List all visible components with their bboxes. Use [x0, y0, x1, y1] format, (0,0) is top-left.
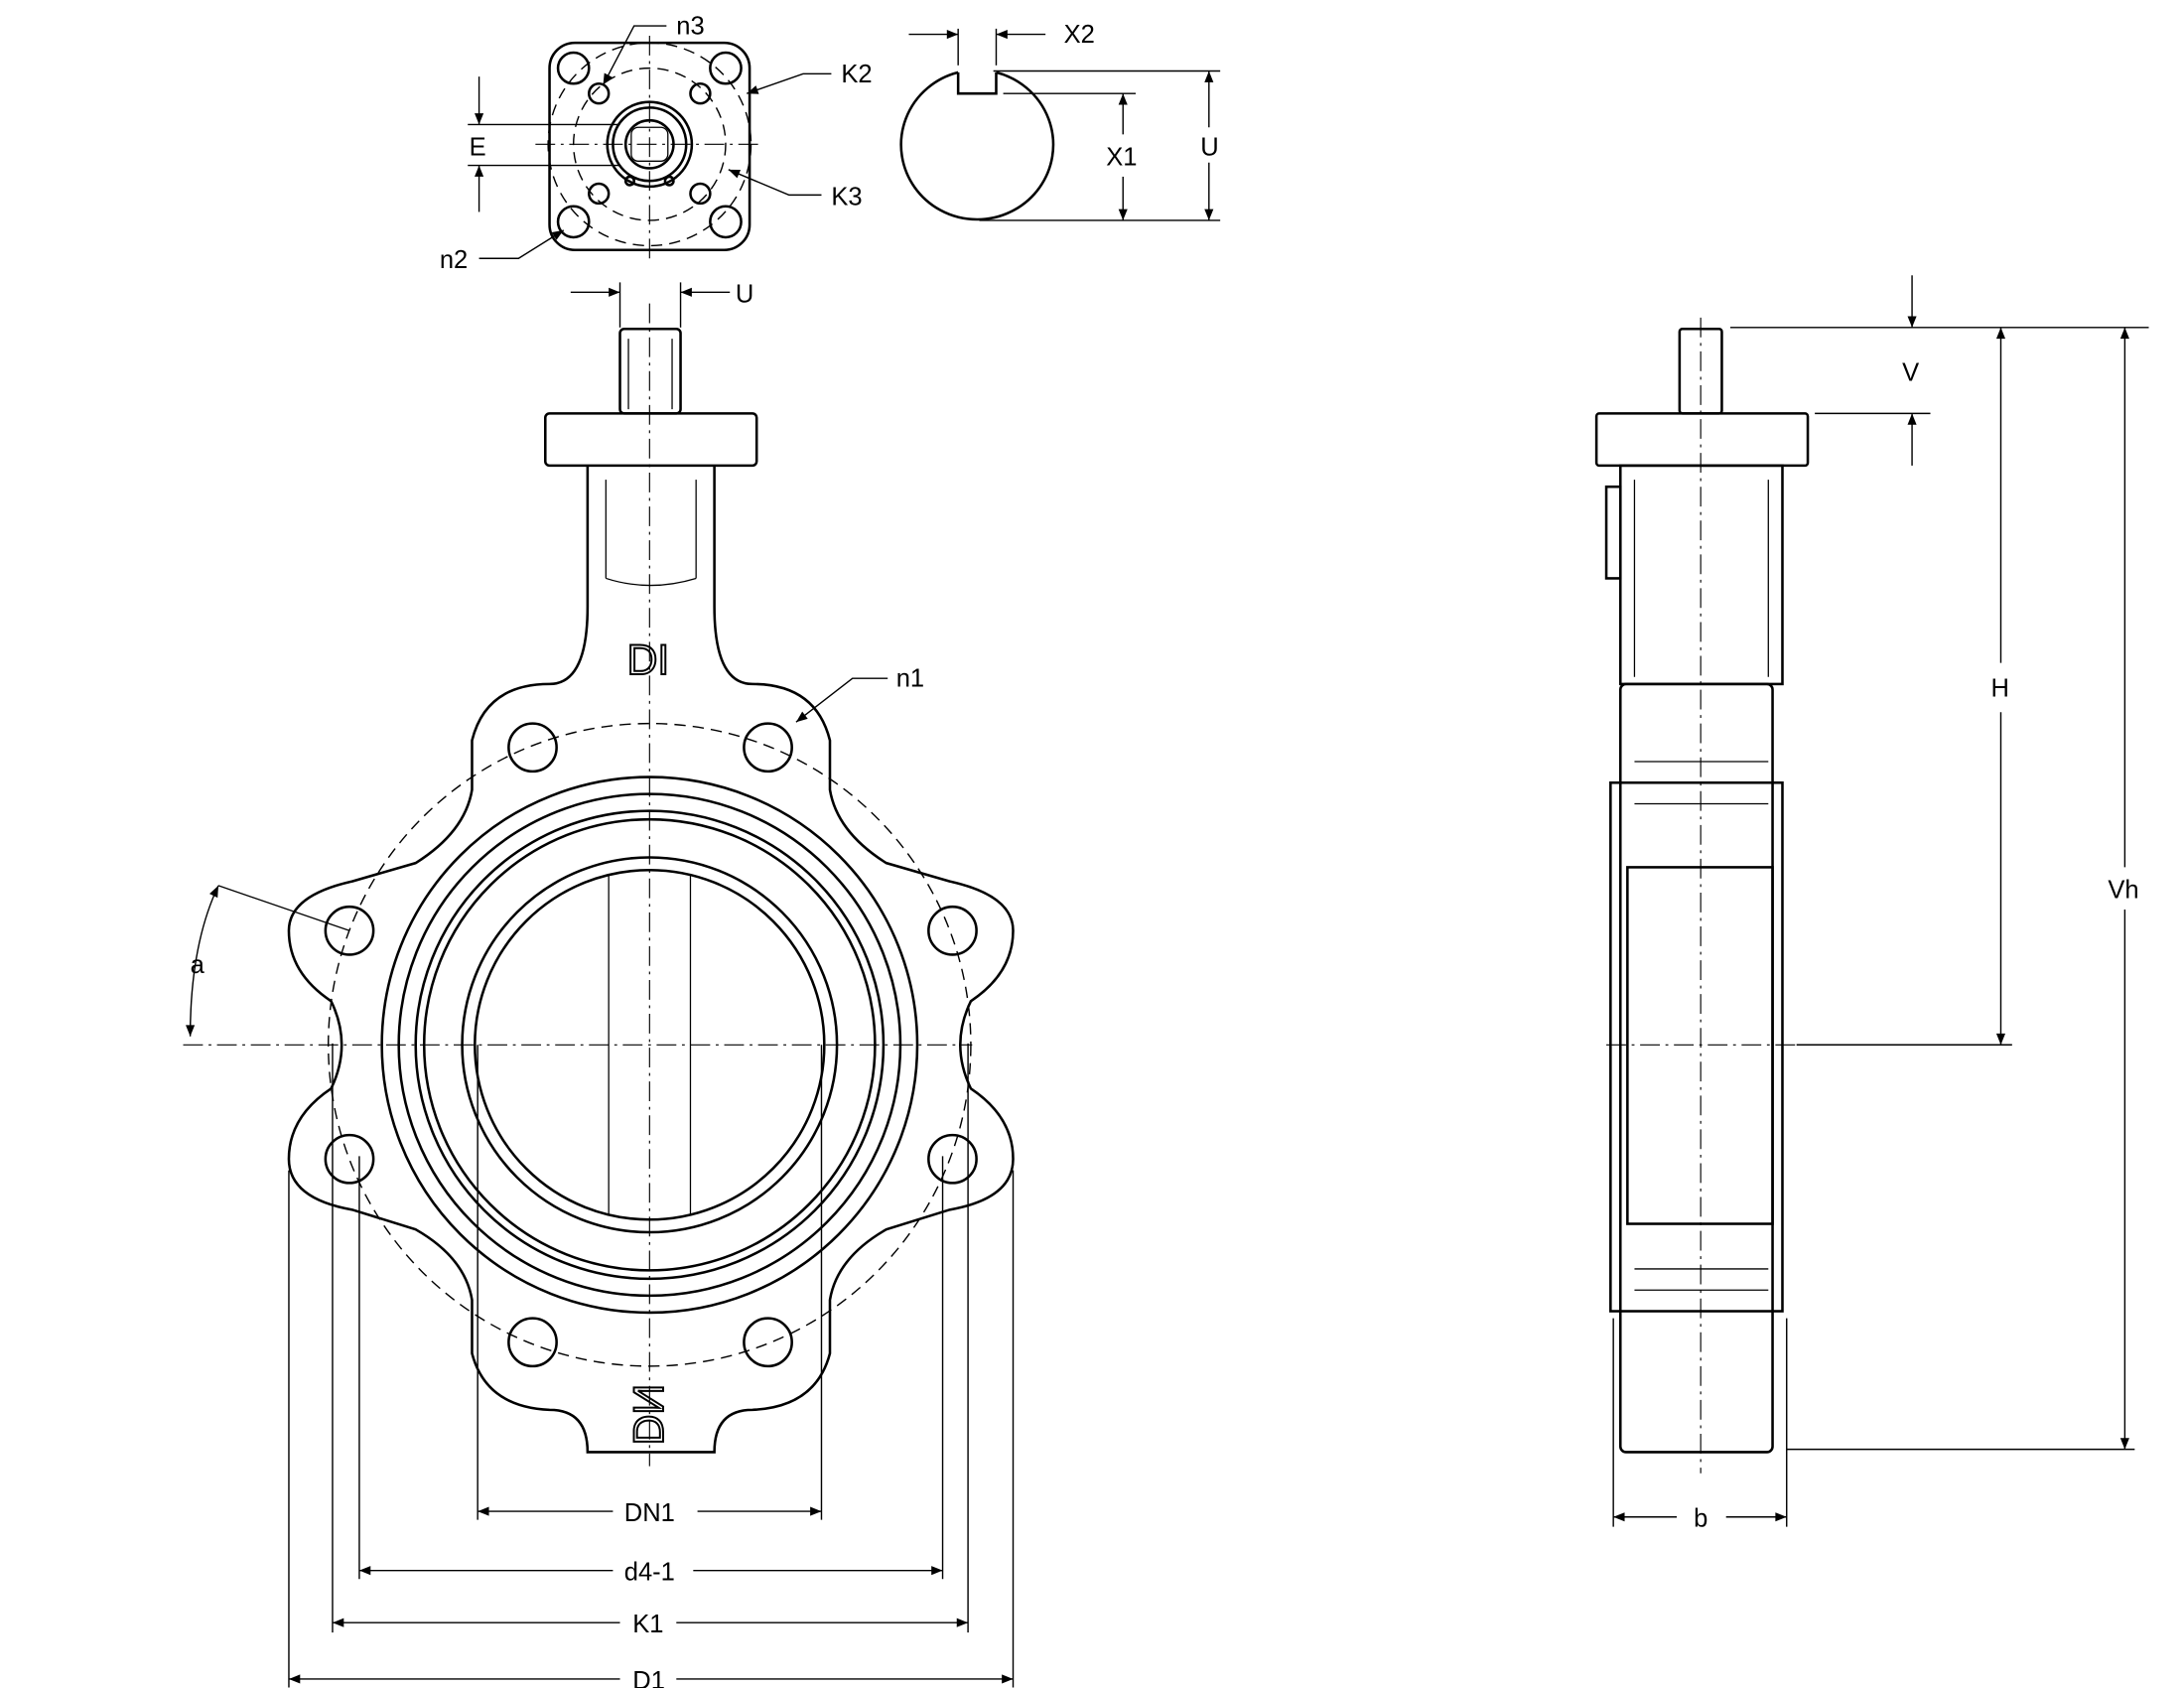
flange-bolt-holes: [556, 51, 743, 239]
label-K1: K1: [632, 1611, 663, 1638]
label-n3: n3: [676, 13, 704, 41]
label-a: a: [191, 951, 205, 979]
label-X2: X2: [1064, 21, 1095, 49]
label-U-shaft: U: [1200, 134, 1218, 162]
label-b: b: [1694, 1505, 1707, 1533]
label-D1: D1: [632, 1667, 665, 1688]
marking-DI: DI: [627, 636, 670, 684]
label-d4-1: d4-1: [624, 1559, 675, 1587]
label-n2: n2: [440, 246, 468, 274]
label-X1: X1: [1106, 144, 1137, 172]
label-Vh: Vh: [2108, 877, 2138, 905]
label-U-stem: U: [736, 280, 753, 308]
top-flange-view: E n3 K2 K3 n2: [440, 13, 873, 275]
label-V: V: [1902, 359, 1919, 387]
side-view: V H Vh b: [1594, 275, 2149, 1533]
label-K3: K3: [831, 183, 862, 211]
label-H: H: [1991, 675, 2009, 703]
label-n1: n1: [896, 665, 924, 693]
lug-bolt-holes: [324, 722, 978, 1368]
label-E: E: [470, 134, 486, 162]
label-K2: K2: [841, 61, 872, 88]
marking-DN: DN: [624, 1384, 672, 1446]
front-view: U a n1 DI DN: [183, 280, 1015, 1688]
label-DN1: DN1: [624, 1499, 675, 1527]
shaft-section-view: X2 X1 U: [899, 21, 1221, 221]
